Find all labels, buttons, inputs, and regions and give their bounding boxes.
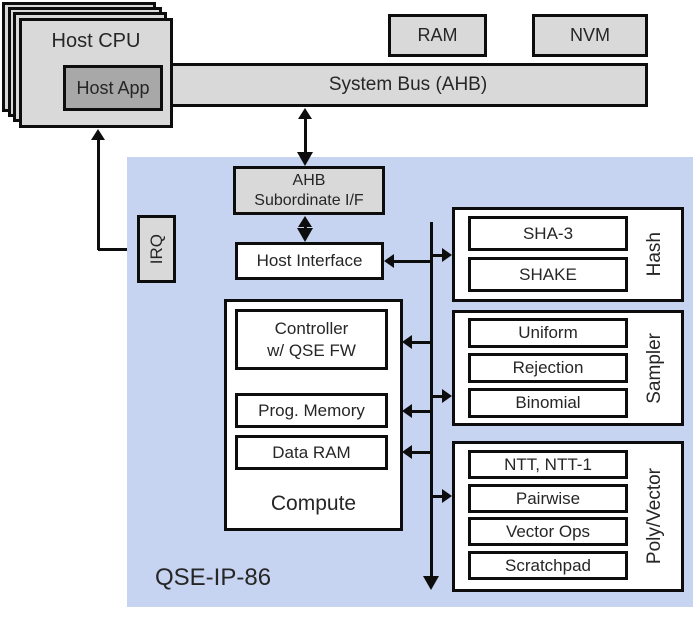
- data-ram-connector-arrowhead: [402, 445, 412, 459]
- ahb-subordinate-box: AHB Subordinate I/F: [233, 166, 385, 215]
- data-ram-connector-line: [411, 451, 430, 454]
- hash-connector-arrowhead: [442, 248, 452, 262]
- host-cpu-title: Host CPU: [51, 30, 141, 52]
- irq-box: IRQ: [137, 215, 176, 283]
- ram-box: RAM: [388, 14, 487, 57]
- binomial-box: Binomial: [468, 388, 628, 418]
- sampler-connector-line: [433, 395, 443, 398]
- ahb-hostif-arrowhead-up: [298, 216, 312, 227]
- hostif-connector-arrowhead: [384, 254, 394, 268]
- bus-ahb-arrow-line: [304, 117, 307, 157]
- ahb-hostif-arrowhead-down: [297, 228, 313, 242]
- controller-connector-line: [411, 341, 430, 344]
- host-interface-label: Host Interface: [256, 251, 363, 270]
- data-ram-box: Data RAM: [235, 435, 388, 470]
- compute-label: Compute: [270, 492, 357, 515]
- prog-memory-connector-arrowhead: [402, 404, 412, 418]
- sampler-unit-title: Sampler: [644, 332, 665, 404]
- vector-ops-box: Vector Ops: [468, 517, 628, 546]
- binomial-label: Binomial: [515, 393, 581, 412]
- nvm-box: NVM: [532, 14, 648, 57]
- poly-connector-line: [433, 495, 443, 498]
- host-cpu-card: Host CPU Host App: [19, 18, 173, 128]
- data-ram-label: Data RAM: [272, 442, 351, 462]
- prog-memory-connector-line: [411, 410, 430, 413]
- controller-line1: Controller: [274, 318, 349, 338]
- ntt-label: NTT, NTT-1: [504, 454, 592, 474]
- pairwise-label: Pairwise: [515, 488, 581, 508]
- irq-label: IRQ: [146, 233, 166, 265]
- prog-memory-label: Prog. Memory: [258, 400, 365, 420]
- bus-ahb-arrowhead-down: [297, 152, 313, 166]
- irq-to-cpu-vline: [97, 139, 100, 250]
- vector-ops-label: Vector Ops: [505, 521, 591, 541]
- host-app-box: Host App: [63, 65, 163, 111]
- controller-line2: w/ QSE FW: [267, 340, 356, 360]
- ahb-subordinate-line2: Subordinate I/F: [254, 191, 364, 209]
- hash-unit-title: Hash: [644, 232, 665, 277]
- ahb-subordinate-line1: AHB: [292, 171, 326, 189]
- qse-ip-title: QSE-IP-86: [155, 564, 272, 591]
- sha3-label: SHA-3: [522, 223, 574, 243]
- shake-box: SHAKE: [468, 257, 628, 292]
- host-app-label: Host App: [76, 77, 150, 98]
- sha3-box: SHA-3: [468, 216, 628, 251]
- host-interface-box: Host Interface: [235, 242, 384, 280]
- irq-to-cpu-hline: [98, 248, 138, 251]
- uniform-box: Uniform: [468, 318, 628, 348]
- system-bus-bar: System Bus (AHB): [168, 63, 648, 107]
- sampler-connector-arrowhead: [442, 389, 452, 403]
- poly-connector-arrowhead: [442, 489, 452, 503]
- scratchpad-label: Scratchpad: [505, 555, 591, 575]
- ntt-box: NTT, NTT-1: [468, 450, 628, 479]
- controller-box: Controller w/ QSE FW: [235, 309, 388, 370]
- scratchpad-box: Scratchpad: [468, 551, 628, 580]
- pairwise-box: Pairwise: [468, 484, 628, 513]
- irq-to-cpu-arrowhead: [91, 129, 105, 140]
- rejection-label: Rejection: [512, 358, 584, 377]
- nvm-label: NVM: [570, 25, 610, 45]
- shake-label: SHAKE: [519, 264, 577, 284]
- hostif-connector-line: [393, 260, 430, 263]
- poly-vector-unit-title: Poly/Vector: [644, 468, 665, 565]
- prog-memory-box: Prog. Memory: [235, 393, 388, 428]
- interconnect-vline: [430, 222, 433, 577]
- rejection-box: Rejection: [468, 353, 628, 383]
- uniform-label: Uniform: [518, 323, 578, 342]
- bus-ahb-arrowhead-up: [298, 108, 312, 119]
- hash-connector-line: [433, 254, 443, 257]
- interconnect-arrowhead-down: [423, 576, 439, 590]
- system-bus-label: System Bus (AHB): [328, 74, 488, 95]
- controller-connector-arrowhead: [402, 335, 412, 349]
- ram-label: RAM: [417, 25, 458, 45]
